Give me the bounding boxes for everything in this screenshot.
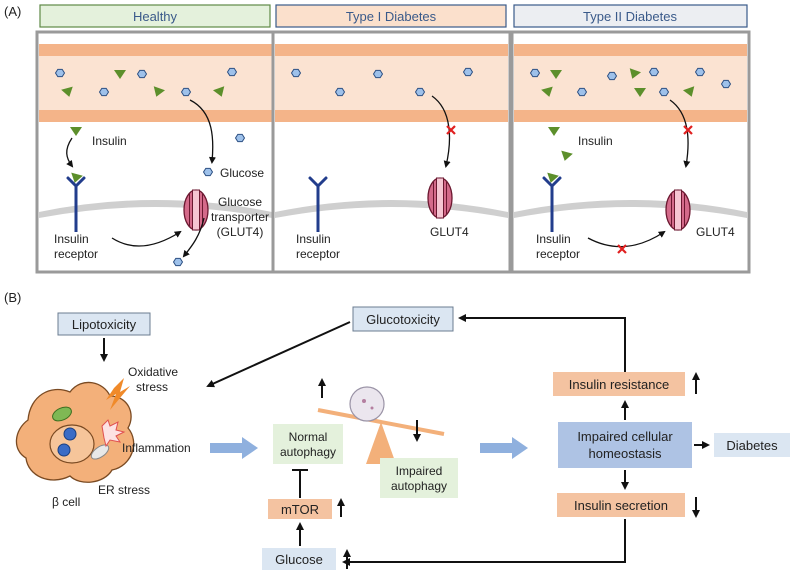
insulin-resistance-box bbox=[553, 372, 685, 396]
panel-a-label: (A) bbox=[4, 4, 21, 19]
healthy-transporter-label-2: transporter bbox=[211, 210, 269, 224]
glucotoxicity-box bbox=[352, 306, 454, 332]
type1-scene bbox=[271, 30, 512, 274]
healthy-insulin-arrow bbox=[66, 137, 74, 168]
healthy-signal-arrow bbox=[111, 230, 182, 247]
beta-cell-label: β cell bbox=[52, 495, 80, 509]
glucotoxicity-arrow bbox=[206, 321, 351, 388]
normal-autophagy-box bbox=[273, 424, 343, 464]
glucose-label: Glucose bbox=[275, 552, 323, 567]
healthy-transporter-label-3: (GLUT4) bbox=[217, 225, 264, 239]
type2-receptor-label-2: receptor bbox=[536, 247, 580, 261]
impaired-homeostasis-label-2: homeostasis bbox=[589, 446, 662, 461]
beta-cell-icon bbox=[15, 381, 135, 483]
type2-receptor-label-1: Insulin bbox=[536, 232, 571, 246]
healthy-glut4-icon bbox=[183, 189, 209, 231]
secretion-to-glucose-arrow bbox=[342, 519, 626, 566]
panel-b-label: (B) bbox=[4, 290, 21, 305]
type1-receptor-label-2: receptor bbox=[296, 247, 340, 261]
insulin-secretion-label: Insulin secretion bbox=[574, 498, 668, 513]
glucose-box bbox=[262, 548, 336, 570]
type2-title-box bbox=[513, 4, 748, 28]
healthy-receptor-label-2: receptor bbox=[54, 247, 98, 261]
healthy-glucose-label: Glucose bbox=[220, 166, 264, 180]
lipotoxicity-box bbox=[57, 312, 151, 336]
healthy-insulin-label: Insulin bbox=[92, 134, 127, 148]
mtor-label: mTOR bbox=[281, 502, 319, 517]
type1-glut4-label: GLUT4 bbox=[430, 225, 469, 239]
healthy-uptake-arrow bbox=[182, 217, 205, 258]
impaired-autophagy-label-2: autophagy bbox=[391, 479, 447, 493]
oxidative-stress-lightning-icon bbox=[106, 378, 130, 410]
er-stress-label: ER stress bbox=[98, 483, 150, 497]
insulin-secretion-box bbox=[557, 493, 685, 517]
oxidative-label-2: stress bbox=[136, 380, 168, 394]
resistance-to-glucotoxicity-arrow bbox=[458, 314, 626, 372]
diabetes-box bbox=[714, 433, 790, 457]
type1-title: Type I Diabetes bbox=[346, 9, 437, 24]
healthy-glucose-arrow bbox=[189, 99, 216, 164]
type2-title: Type II Diabetes bbox=[583, 9, 677, 24]
healthy-receptor-label-1: Insulin bbox=[54, 232, 89, 246]
inflammation-label: Inflammation bbox=[122, 441, 191, 455]
type2-insulin-label: Insulin bbox=[578, 134, 613, 148]
normal-autophagy-label-2: autophagy bbox=[280, 445, 336, 459]
balance-seesaw bbox=[317, 386, 445, 464]
impaired-homeostasis-box bbox=[558, 422, 692, 468]
impaired-autophagy-box bbox=[380, 458, 458, 498]
normal-autophagy-label-1: Normal bbox=[289, 430, 328, 444]
mtor-box bbox=[268, 499, 332, 519]
impaired-autophagy-label-1: Impaired bbox=[396, 464, 443, 478]
diabetes-label: Diabetes bbox=[726, 438, 778, 453]
cell-to-autophagy-arrow bbox=[210, 437, 258, 459]
lipotoxicity-label: Lipotoxicity bbox=[72, 317, 137, 332]
inflammation-burst-icon bbox=[101, 419, 126, 448]
type2-glut4-icon bbox=[665, 189, 691, 231]
type1-glut4-icon bbox=[427, 177, 453, 219]
glucotoxicity-label: Glucotoxicity bbox=[366, 312, 440, 327]
oxidative-label-1: Oxidative bbox=[128, 365, 178, 379]
healthy-title: Healthy bbox=[133, 9, 178, 24]
healthy-title-box bbox=[39, 4, 271, 28]
type1-title-box bbox=[275, 4, 507, 28]
type2-glut4-label: GLUT4 bbox=[696, 225, 735, 239]
impaired-homeostasis-label-1: Impaired cellular bbox=[577, 429, 673, 444]
autophagy-to-homeostasis-arrow bbox=[480, 437, 528, 459]
healthy-transporter-label-1: Glucose bbox=[218, 195, 262, 209]
type1-receptor-label-1: Insulin bbox=[296, 232, 331, 246]
insulin-resistance-label: Insulin resistance bbox=[569, 377, 669, 392]
type2-signal-arrow bbox=[587, 230, 666, 248]
